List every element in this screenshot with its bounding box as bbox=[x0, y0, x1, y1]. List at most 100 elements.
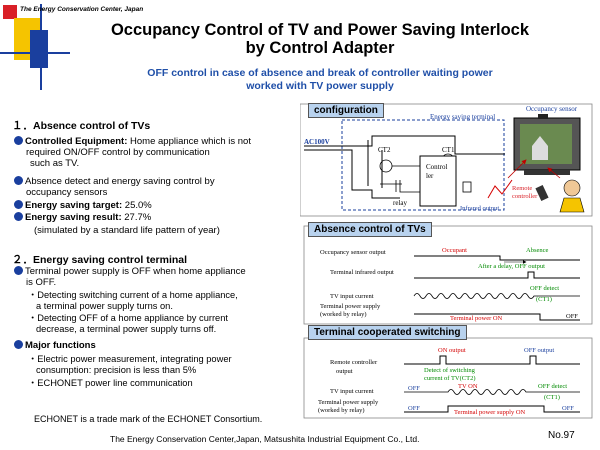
abs-off-label: OFF bbox=[566, 313, 578, 320]
abs-ct1-label: (CT1) bbox=[536, 296, 552, 303]
s2-sub1-line2: a terminal power supply turns on. bbox=[36, 301, 173, 311]
abs-tv-current-wave bbox=[413, 293, 580, 299]
coop-off-label-3: OFF bbox=[562, 405, 574, 412]
abs-sensor-signal bbox=[414, 255, 580, 261]
s1-b1-line2: required ON/OFF control by communication bbox=[26, 147, 210, 158]
abs-occupant-label: Occupant bbox=[442, 247, 467, 254]
ct1-label: CT1 bbox=[442, 146, 455, 154]
coop-timing-diagram: Remote controller output TV input curren… bbox=[303, 337, 593, 419]
occupancy-sensor-label: Occupancy sensor bbox=[526, 105, 578, 113]
s2-sub2-line2: decrease, a terminal power supply turns … bbox=[36, 324, 217, 334]
bullet-dot-icon bbox=[14, 266, 23, 275]
coop-row3-label-l2: (worked by relay) bbox=[318, 407, 365, 414]
coop-terminal-power-signal bbox=[404, 405, 580, 413]
footer-credit: The Energy Conservation Center,Japan, Ma… bbox=[110, 434, 420, 444]
text: Absence detect and energy saving control… bbox=[25, 176, 215, 187]
absence-frame bbox=[303, 225, 593, 325]
section1-heading: １．Absence control of TVs bbox=[12, 120, 151, 132]
coop-terminal-on-label: Terminal power supply ON bbox=[454, 409, 526, 416]
energy-saving-terminal-label: Energy saving terminal bbox=[430, 113, 495, 121]
coop-ct1-label: (CT1) bbox=[544, 394, 560, 401]
s2-sub2-line1: ・Detecting OFF of a home appliance by cu… bbox=[28, 313, 228, 323]
s2-sub4: ・ECHONET power line communication bbox=[28, 378, 193, 388]
abs-after-delay-label: After a delay, OFF output bbox=[478, 263, 545, 270]
remote-label-l2: controller bbox=[512, 193, 538, 200]
coop-detect-label-l1: Detect of switching bbox=[424, 367, 476, 374]
coop-on-output-label: ON output bbox=[438, 347, 466, 354]
diagram-panel: Energy saving terminal Occupancy sensor … bbox=[300, 103, 593, 419]
page-number: No.97 bbox=[548, 430, 575, 441]
controller-label-l1: Control bbox=[426, 163, 447, 171]
church-picture bbox=[532, 136, 548, 160]
configuration-diagram: Energy saving terminal Occupancy sensor … bbox=[300, 103, 593, 217]
abs-off-detect-label: OFF detect bbox=[530, 285, 559, 292]
bullet-dot-icon bbox=[14, 200, 23, 209]
config-frame bbox=[300, 103, 593, 217]
abs-infrared-signal bbox=[414, 271, 580, 279]
label: Controlled Equipment: bbox=[25, 136, 128, 147]
coop-tv-current-wave bbox=[404, 389, 580, 395]
remote-label-l1: Remote bbox=[512, 185, 532, 192]
coop-off-label-2: OFF bbox=[408, 405, 420, 412]
text: Home appliance which is not bbox=[127, 136, 251, 147]
coop-heading: Terminal cooperated switching bbox=[308, 325, 467, 340]
s1-b4-note: (simulated by a standard life pattern of… bbox=[34, 225, 220, 236]
trademark-note: ECHONET is a trade mark of the ECHONET C… bbox=[34, 414, 263, 424]
s2-b1-line2: is OFF. bbox=[26, 277, 57, 288]
ct2-label: CT2 bbox=[378, 146, 391, 154]
label: Energy saving result: bbox=[25, 212, 122, 223]
abs-terminal-on-label: Terminal power ON bbox=[450, 315, 503, 322]
label: Major functions bbox=[25, 340, 96, 351]
s1-bullet-controlled-equipment: Controlled Equipment: Home appliance whi… bbox=[14, 136, 314, 147]
bullet-dot-icon bbox=[14, 136, 23, 145]
s1-b1-line3: such as TV. bbox=[30, 158, 80, 169]
coop-off-detect-label: OFF detect bbox=[538, 383, 567, 390]
coop-row2-label: TV input current bbox=[330, 388, 374, 395]
s2-sub3-line1: ・Electric power measurement, integrating… bbox=[28, 354, 232, 364]
occupancy-sensor-icon bbox=[538, 114, 548, 119]
s2-bullet-major: Major functions bbox=[14, 340, 314, 351]
page-title-line2: by Control Adapter bbox=[245, 39, 395, 57]
abs-absence-label: Absence bbox=[526, 247, 548, 254]
coop-off-label-1: OFF bbox=[408, 385, 420, 392]
coop-row1-label-l1: Remote controller bbox=[330, 359, 378, 366]
absence-heading: Absence control of TVs bbox=[308, 222, 432, 237]
power-line-bottom bbox=[304, 149, 400, 199]
abs-row1-label: Occupancy sensor output bbox=[320, 249, 386, 256]
controller-label-l2: ler bbox=[426, 172, 434, 180]
s1-b2-line2: occupancy sensors bbox=[26, 187, 108, 198]
text: Terminal power supply is OFF when home a… bbox=[25, 266, 246, 277]
ac100v-label: AC100V bbox=[304, 138, 330, 146]
outlet-icon bbox=[462, 181, 472, 193]
value: 27.7% bbox=[121, 212, 152, 223]
s1-bullet-target: Energy saving target: 25.0% bbox=[14, 200, 314, 211]
abs-row3-label: TV input current bbox=[330, 293, 374, 300]
s1-bullet-result: Energy saving result: 27.7% bbox=[14, 212, 314, 223]
infrared-signal-icon bbox=[487, 179, 513, 199]
person-icon bbox=[563, 179, 581, 197]
power-line-top bbox=[304, 135, 505, 155]
coop-off-output-label: OFF output bbox=[524, 347, 554, 354]
s2-sub3-line2: consumption: precision is less than 5% bbox=[36, 365, 197, 375]
subtitle-line1: OFF control in case of absence and break… bbox=[147, 67, 493, 79]
absence-timing-diagram: Occupancy sensor output Terminal infrare… bbox=[303, 225, 593, 325]
coop-tv-on-label: TV ON bbox=[458, 383, 478, 390]
remote-controller-icon bbox=[535, 184, 549, 202]
relay-label: relay bbox=[393, 199, 407, 207]
infrared-output-label: Infrared output bbox=[460, 205, 499, 212]
s2-bullet-terminal: Terminal power supply is OFF when home a… bbox=[14, 266, 314, 277]
subtitle-line2: worked with TV power supply bbox=[246, 80, 394, 92]
terminal-boundary bbox=[341, 119, 505, 211]
s1-bullet-absence-detect: Absence detect and energy saving control… bbox=[14, 176, 314, 187]
relay-symbol-icon bbox=[380, 180, 420, 193]
section2-heading: ２．Energy saving control terminal bbox=[12, 254, 188, 266]
decorative-squares bbox=[0, 4, 70, 90]
abs-row4-label-l1: Terminal power supply bbox=[320, 303, 381, 310]
abs-row4-label-l2: (worked by relay) bbox=[320, 311, 367, 318]
config-heading: configuration bbox=[308, 103, 384, 118]
abs-terminal-power-signal bbox=[414, 313, 580, 321]
org-logo-text: The Energy Conservation Center, Japan bbox=[20, 6, 144, 13]
coop-row3-label-l1: Terminal power supply bbox=[318, 399, 379, 406]
coop-remote-signal bbox=[404, 355, 580, 365]
abs-row2-label: Terminal infrared output bbox=[330, 269, 394, 276]
